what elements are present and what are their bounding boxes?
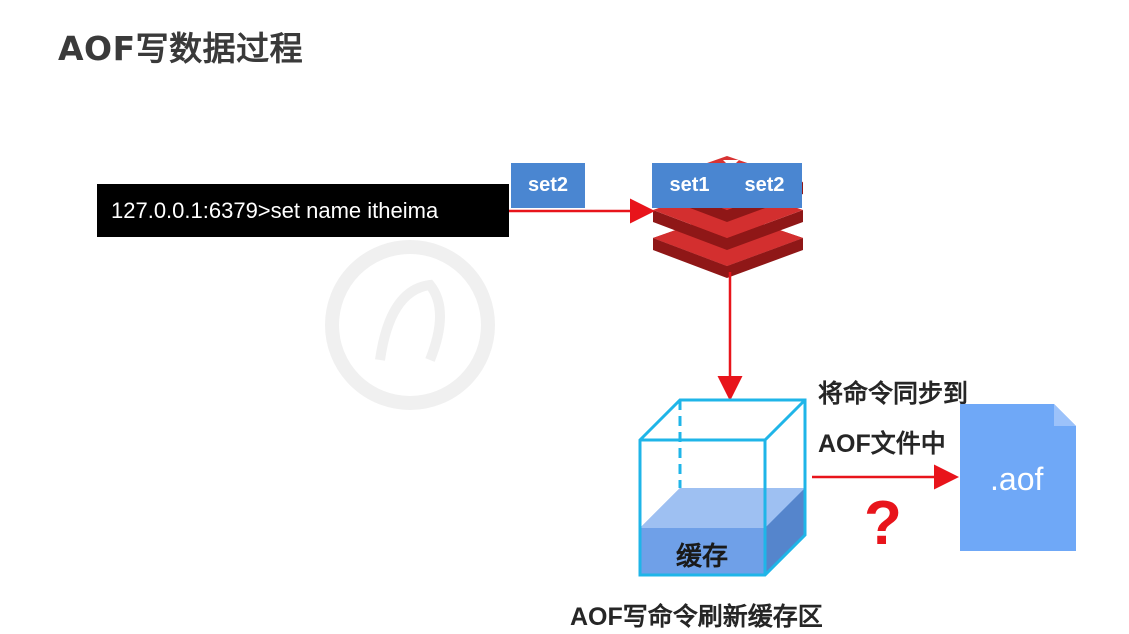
redis-command-set1: set1 bbox=[669, 174, 710, 196]
cache-label: 缓存 bbox=[676, 541, 729, 571]
question-mark: ? bbox=[864, 489, 902, 558]
redis-command-tags: set1 set2 bbox=[652, 163, 802, 208]
aof-file-icon bbox=[960, 404, 1076, 551]
sync-note-line2: AOF文件中 bbox=[818, 430, 946, 458]
page-title: AOF写数据过程 bbox=[58, 29, 304, 68]
watermark-logo bbox=[325, 240, 495, 410]
cache-cube-icon bbox=[638, 398, 807, 577]
redis-command-set2: set2 bbox=[744, 174, 785, 196]
terminal-command: 127.0.0.1:6379>set name itheima bbox=[97, 184, 509, 237]
incoming-command-tag: set2 bbox=[511, 163, 585, 208]
aof-file-label: .aof bbox=[990, 461, 1044, 497]
sync-note-line1: 将命令同步到 bbox=[818, 380, 969, 408]
diagram-caption: AOF写命令刷新缓存区 bbox=[570, 603, 823, 631]
